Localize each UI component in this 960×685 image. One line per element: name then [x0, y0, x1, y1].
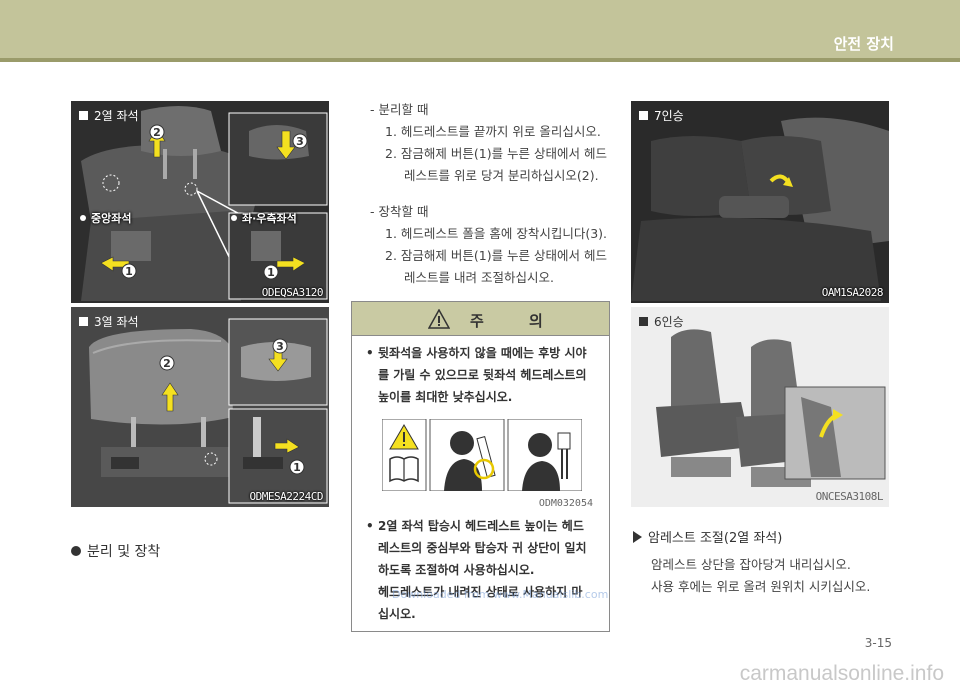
- caution-item-2: • 2열 좌석 탑승시 헤드레스트 높이는 헤드 레스트의 중심부와 탑승자 귀…: [366, 515, 604, 625]
- footer-site-text[interactable]: carmanualsonline.info: [739, 662, 944, 685]
- caution-item-1-line-2: 를 가릴 수 있으므로 뒷좌석 헤드레스트의: [378, 368, 587, 382]
- side-seat-tag: 좌·우측좌석: [231, 210, 297, 226]
- armrest-heading: 암레스트 조절(2열 좌석): [633, 527, 782, 546]
- center-seat-tag: 중앙좌석: [80, 210, 131, 226]
- image-code: OAM1SA2028: [821, 286, 884, 299]
- install-step-2b: 레스트를 내려 조절하십시오.: [404, 270, 554, 285]
- caution-image-code: ODM032054: [538, 498, 593, 509]
- footer: carmanualsonline.info: [0, 660, 960, 685]
- photo-row2-headrest: 중앙좌석 좌·우측좌석 2열 좌석 ODEQSA3120: [71, 101, 329, 303]
- row3-label: 3열 좌석: [94, 315, 139, 329]
- highlight-circle: [473, 458, 495, 480]
- header-rule: [0, 58, 960, 62]
- caution-item-2-line-5: 십시오.: [378, 607, 416, 621]
- photo-caption-row2: 2열 좌석: [79, 107, 139, 124]
- armrest-line-1: 암레스트 상단을 잡아당겨 내리십시오.: [651, 557, 851, 572]
- callout-1: 1: [125, 265, 133, 278]
- remove-heading: - 분리할 때: [370, 102, 429, 117]
- bullet-heading-text: 분리 및 장착: [87, 544, 161, 560]
- bullet-heading-remove-install: 분리 및 장착: [71, 541, 160, 561]
- callout-2: 2: [153, 126, 161, 139]
- photo-7seat-armrest: 7인승 OAM1SA2028: [631, 101, 889, 303]
- caution-pictogram: [382, 419, 582, 491]
- callout-1: 1: [293, 461, 301, 474]
- callout-3: 3: [276, 340, 284, 353]
- armrest-heading-text: 암레스트 조절(2열 좌석): [648, 531, 783, 546]
- caution-item-1-line-1: 뒷좌석을 사용하지 않을 때에는 후방 시야: [378, 346, 587, 360]
- callout-1: 1: [267, 266, 275, 279]
- armrest-line-2: 사용 후에는 위로 올려 원위치 시키십시오.: [651, 579, 871, 594]
- caution-item-1-line-3: 높이를 최대한 낮추십시오.: [378, 390, 513, 404]
- caution-title: 주 의: [470, 312, 563, 330]
- remove-step-1: 1. 헤드레스트를 끝까지 위로 올리십시오.: [385, 124, 601, 139]
- callout-2: 2: [163, 357, 171, 370]
- photo-6seat-armrest: 6인승 ONCESA3108L: [631, 307, 889, 507]
- caution-item-2-line-4: 헤드레스트가 내려진 상태로 사용하지 마: [378, 585, 583, 599]
- caution-item-2-line-1: 2열 좌석 탑승시 헤드레스트 높이는 헤드: [378, 519, 584, 533]
- warning-triangle-icon: [428, 309, 450, 329]
- bullet: •: [366, 519, 374, 533]
- seven-seat-label: 7인승: [654, 109, 684, 123]
- six-seat-label: 6인승: [654, 315, 684, 329]
- row2-label: 2열 좌석: [94, 109, 139, 123]
- row3-illustration: [71, 307, 329, 507]
- tag-dot: [80, 215, 86, 221]
- callout-3: 3: [296, 135, 304, 148]
- photo-caption-7seat: 7인승: [639, 107, 684, 124]
- center-seat-label: 중앙좌석: [91, 212, 132, 225]
- square-bullet: [79, 111, 88, 120]
- six-seat-illustration: [631, 307, 889, 507]
- row2-illustration: [71, 101, 329, 303]
- page-number: 3-15: [864, 636, 892, 650]
- side-seat-label: 좌·우측좌석: [242, 212, 297, 225]
- image-code: ODMESA2224CD: [249, 490, 324, 503]
- image-code: ODEQSA3120: [261, 286, 324, 299]
- bullet-dot: [71, 546, 81, 556]
- remove-step-2b: 레스트를 위로 당겨 분리하십시오(2).: [404, 168, 599, 183]
- photo-row3-headrest: 3열 좌석 ODMESA2224CD: [71, 307, 329, 507]
- photo-caption-6seat: 6인승: [639, 313, 684, 330]
- section-title: 안전 장치: [833, 35, 894, 53]
- caution-box: 주 의 • 뒷좌석을 사용하지 않을 때에는 후방 시야 를 가릴 수 있으므로…: [351, 301, 610, 632]
- install-step-1: 1. 헤드레스트 폴을 홈에 장착시킵니다(3).: [385, 226, 608, 241]
- callout-numbers: 2 1 3 1 2 3 1: [121, 124, 308, 475]
- remove-step-2a: 2. 잠금해제 버튼(1)를 누른 상태에서 헤드: [385, 146, 608, 161]
- bullet: •: [366, 346, 374, 360]
- tag-dot: [231, 215, 237, 221]
- caution-item-1: • 뒷좌석을 사용하지 않을 때에는 후방 시야 를 가릴 수 있으므로 뒷좌석…: [366, 342, 604, 408]
- install-step-2a: 2. 잠금해제 버튼(1)를 누른 상태에서 헤드: [385, 248, 608, 263]
- install-heading: - 장착할 때: [370, 204, 429, 219]
- square-bullet: [639, 111, 648, 120]
- photo-caption-row3: 3열 좌석: [79, 313, 139, 330]
- caution-item-2-line-3: 하도록 조절하여 사용하십시오.: [378, 563, 535, 577]
- caution-header: 주 의: [352, 302, 609, 336]
- book-icon: [389, 456, 419, 483]
- watermark: Downloaded from www.Manualslib.com: [392, 588, 609, 601]
- caution-item-2-line-2: 레스트의 중심부와 탑승자 귀 상단이 일치: [378, 541, 587, 555]
- seven-seat-illustration: [631, 101, 889, 303]
- image-code: ONCESA3108L: [815, 490, 884, 503]
- header-bar: [0, 0, 960, 58]
- square-bullet: [639, 317, 648, 326]
- square-bullet: [79, 317, 88, 326]
- triangle-bullet-icon: [633, 531, 642, 543]
